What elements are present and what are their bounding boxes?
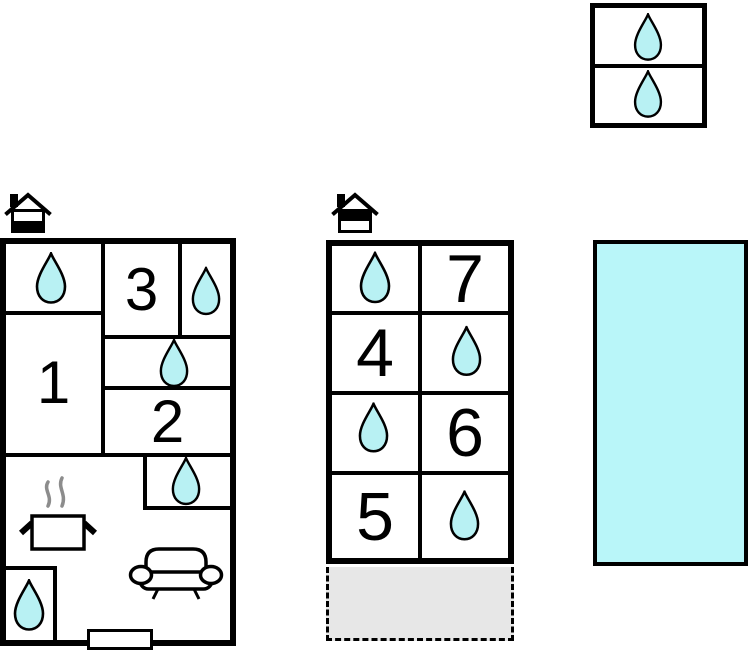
wall bbox=[53, 566, 57, 640]
entrance-door bbox=[87, 629, 153, 650]
water-drop-icon bbox=[451, 325, 482, 377]
wall bbox=[418, 246, 422, 558]
wall bbox=[101, 244, 105, 457]
swimming-pool bbox=[593, 240, 748, 566]
wall bbox=[332, 471, 508, 475]
wall bbox=[332, 311, 508, 315]
room-number: 2 bbox=[150, 387, 185, 455]
room-number: 6 bbox=[446, 395, 484, 471]
wall bbox=[101, 335, 230, 339]
main-building: 1 2 3 bbox=[0, 238, 236, 646]
wall bbox=[143, 453, 147, 510]
ground-floor-house-icon bbox=[4, 192, 52, 233]
terrace bbox=[326, 567, 514, 641]
water-drop-icon bbox=[633, 13, 663, 61]
outbuilding bbox=[590, 3, 707, 128]
stove-pot-icon bbox=[18, 476, 98, 551]
water-drop-icon bbox=[191, 266, 221, 316]
room-number: 7 bbox=[446, 240, 484, 317]
sofa-icon bbox=[128, 547, 224, 600]
wall bbox=[143, 506, 230, 510]
water-drop-icon bbox=[633, 70, 663, 118]
wall bbox=[6, 453, 230, 457]
water-drop-icon bbox=[449, 489, 480, 542]
water-drop-icon bbox=[35, 252, 67, 304]
wall bbox=[6, 311, 105, 315]
room-number: 5 bbox=[356, 478, 394, 555]
wall bbox=[101, 386, 230, 390]
wall bbox=[332, 391, 508, 395]
room-number: 3 bbox=[124, 255, 159, 323]
water-drop-icon bbox=[13, 579, 45, 631]
water-drop-icon bbox=[359, 251, 391, 304]
room-number: 4 bbox=[356, 315, 394, 391]
water-drop-icon bbox=[358, 401, 389, 454]
water-drop-icon bbox=[159, 337, 189, 389]
water-drop-icon bbox=[171, 455, 201, 507]
middle-building: 7 4 6 5 bbox=[326, 240, 514, 564]
room-number: 1 bbox=[36, 349, 71, 416]
wall bbox=[178, 244, 182, 339]
wall bbox=[595, 64, 702, 68]
wall bbox=[6, 566, 57, 570]
upper-floor-house-icon bbox=[331, 192, 379, 233]
